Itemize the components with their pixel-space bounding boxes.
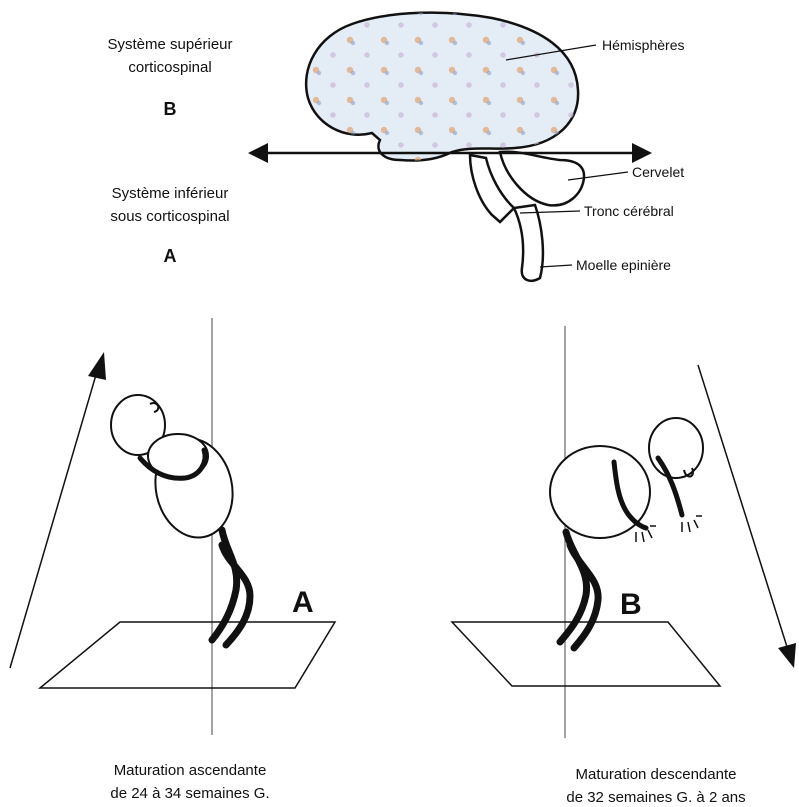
brain-diagram [248, 13, 652, 281]
leader-spinal-cord [540, 265, 572, 267]
upper-system-line1: Système supérieur [107, 36, 232, 53]
figure-right-hand-far [682, 516, 702, 532]
upper-system-line2: corticospinal [128, 59, 211, 76]
lower-system-letter: A [164, 246, 177, 266]
spinal-cord-shape [514, 205, 543, 281]
figure-left-floor [40, 622, 335, 688]
arrowhead-left [248, 143, 268, 163]
label-hemispheres: Hémisphères [602, 37, 684, 53]
figure-right-head [649, 418, 703, 478]
figure-right-descending-arrow [698, 365, 788, 650]
figure-left-caption-line1: Maturation ascendante [114, 762, 267, 779]
cerebellum-shape [500, 152, 584, 206]
figure-left-letter: A [292, 586, 314, 619]
figure-right-arrowhead [778, 643, 796, 668]
figure-left [10, 318, 335, 735]
figure-left-caption-line2: de 24 à 34 semaines G. [110, 785, 269, 802]
lower-system-line1: Système inférieur [112, 185, 229, 202]
label-cerebellum: Cervelet [632, 164, 684, 180]
figure-right-caption-line2: de 32 semaines G. à 2 ans [566, 789, 745, 806]
lower-system-line2: sous corticospinal [110, 208, 229, 225]
label-spinal-cord: Moelle epinière [576, 257, 671, 273]
figure-right-letter: B [620, 588, 642, 621]
figure-right [452, 326, 796, 738]
arrowhead-right [632, 143, 652, 163]
upper-system-letter: B [164, 99, 177, 119]
figure-left-ascending-arrow [10, 368, 98, 668]
figure-left-arrowhead [88, 352, 106, 380]
figure-right-caption-line1: Maturation descendante [576, 766, 737, 783]
label-brainstem: Tronc cérébral [584, 203, 674, 219]
